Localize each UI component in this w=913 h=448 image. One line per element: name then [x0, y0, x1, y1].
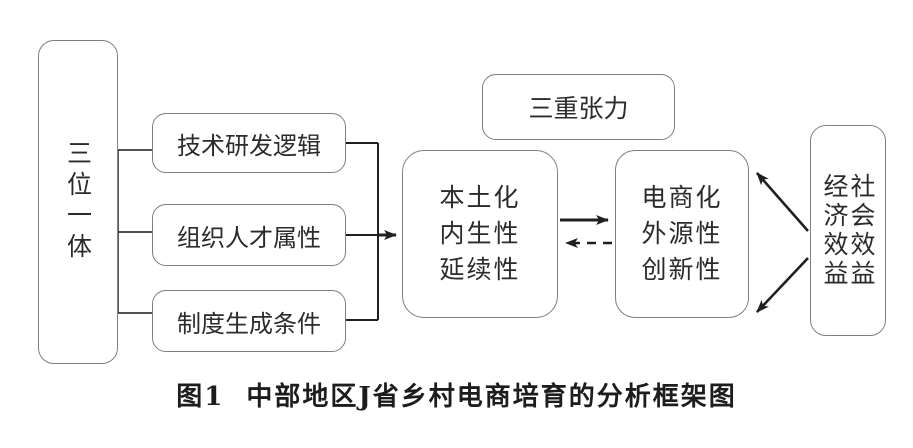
node-benefits[interactable]: 社会效益 经济效益: [810, 125, 886, 336]
node-benefits-columns: 社会效益 经济效益: [820, 172, 876, 289]
node-localization-line-3: 延续性: [439, 255, 521, 285]
node-ecommercialization-line-3: 创新性: [641, 255, 723, 285]
node-localization-line-2: 内生性: [439, 218, 521, 248]
node-triple-tension-label: 三重张力: [528, 94, 629, 123]
edge-benefit-lower: [756, 257, 809, 313]
node-institution-conditions-label: 制度生成条件: [177, 309, 321, 338]
node-localization[interactable]: 本土化 内生性 延续性: [402, 150, 558, 318]
figure-caption-label: 图1: [176, 382, 225, 412]
node-triple-tension[interactable]: 三重张力: [482, 74, 675, 140]
figure-caption-title: 中部地区J省乡村电商培育的分析框架图: [246, 382, 737, 412]
node-institution-conditions[interactable]: 制度生成条件: [152, 290, 346, 352]
node-ecommercialization-lines: 电商化 外源性 创新性: [641, 180, 722, 289]
node-benefits-economic-label: 经济效益: [820, 172, 849, 289]
node-localization-line-1: 本土化: [439, 182, 521, 212]
node-org-talent-attribute[interactable]: 组织人才属性: [152, 204, 346, 266]
node-benefits-social-label: 社会效益: [847, 172, 876, 289]
edge-benefit-upper: [756, 172, 809, 232]
node-ecommercialization[interactable]: 电商化 外源性 创新性: [615, 150, 749, 318]
node-three-in-one[interactable]: 三位一体: [38, 40, 118, 364]
node-ecommercialization-line-2: 外源性: [641, 218, 723, 248]
node-org-talent-attribute-label: 组织人才属性: [177, 223, 321, 252]
edge-drivers-to-local: [346, 142, 397, 321]
node-localization-lines: 本土化 内生性 延续性: [439, 180, 520, 289]
node-tech-rnd-logic-label: 技术研发逻辑: [177, 131, 321, 160]
edge-pillar-bus: [117, 149, 152, 314]
node-tech-rnd-logic[interactable]: 技术研发逻辑: [152, 113, 346, 173]
node-ecommercialization-line-1: 电商化: [641, 182, 723, 212]
node-three-in-one-label: 三位一体: [63, 140, 93, 264]
figure-caption: 图1 中部地区J省乡村电商培育的分析框架图: [0, 376, 913, 413]
